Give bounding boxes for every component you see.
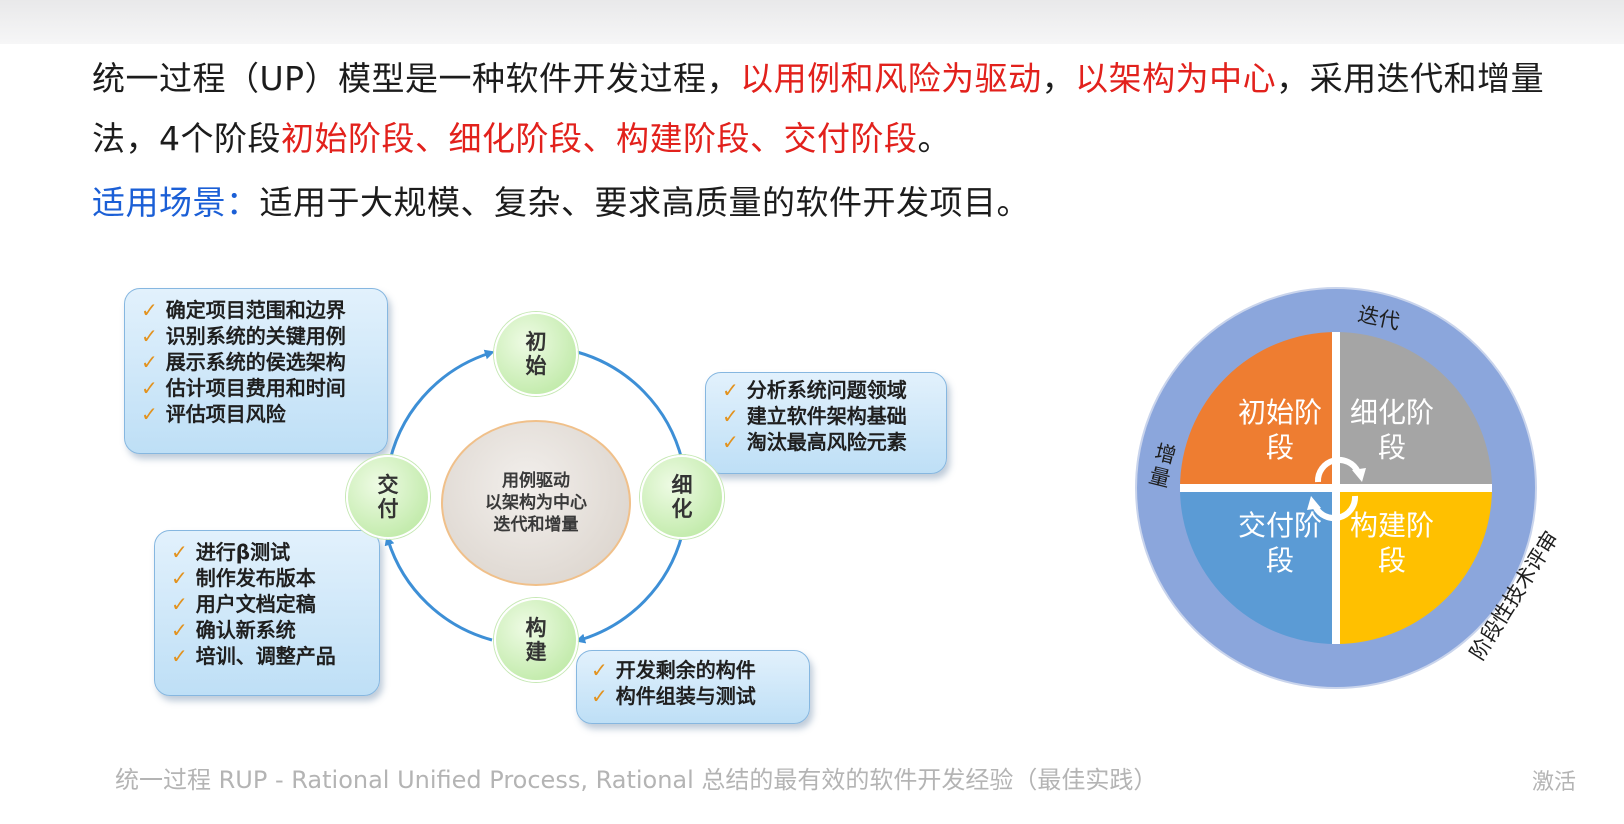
inception-task-text: 确定项目范围和边界 xyxy=(165,298,346,322)
check-icon: ✓ xyxy=(171,618,188,642)
highlight-driven: 以用例和风险为驱动 xyxy=(740,59,1042,98)
wheel-quadrant-elaboration xyxy=(1336,332,1492,488)
arrow-elaboration-to-construction xyxy=(575,534,684,644)
arrow-transition-to-inception xyxy=(386,349,495,471)
check-icon: ✓ xyxy=(171,566,188,590)
inception-task-text: 评估项目风险 xyxy=(165,402,286,426)
top-bar xyxy=(0,0,1624,44)
arrow-construction-to-transition xyxy=(384,535,493,642)
construction-task-text: 开发剩余的构件 xyxy=(615,658,756,682)
transition-task-text: 确认新系统 xyxy=(195,618,296,642)
wheel-label-elaboration: 细化阶段 xyxy=(1349,396,1434,464)
corner-watermark: 激活 xyxy=(1532,770,1577,795)
check-icon: ✓ xyxy=(722,430,739,454)
check-icon: ✓ xyxy=(171,644,188,668)
highlight-phases: 初始阶段、细化阶段、构建阶段、交付阶段 xyxy=(281,119,918,158)
inception-task-text: 估计项目费用和时间 xyxy=(165,376,346,400)
elaboration-tasks-box: ✓ 分析系统问题领域 ✓ 建立软件架构基础 ✓ 淘汰最高风险元素 xyxy=(705,372,947,474)
transition-task-item: ✓ 培训、调整产品 xyxy=(171,643,379,669)
transition-task-text: 制作发布版本 xyxy=(195,566,316,590)
transition-task-item: ✓ 确认新系统 xyxy=(171,617,379,643)
highlight-architecture: 以架构为中心 xyxy=(1075,59,1277,98)
construction-task-item: ✓ 开发剩余的构件 xyxy=(591,657,809,683)
check-icon: ✓ xyxy=(141,298,158,322)
check-icon: ✓ xyxy=(141,324,158,348)
inception-tasks-box: ✓ 确定项目范围和边界 ✓ 识别系统的关键用例 ✓ 展示系统的侯选架构 ✓ 估计项目费用和时间… xyxy=(124,288,388,454)
elaboration-task-text: 分析系统问题领域 xyxy=(746,378,907,402)
check-icon: ✓ xyxy=(141,402,158,426)
inception-task-item: ✓ 展示系统的侯选架构 xyxy=(141,349,387,375)
transition-task-item: ✓ 用户文档定稿 xyxy=(171,591,379,617)
check-icon: ✓ xyxy=(591,684,608,708)
inception-task-item: ✓ 确定项目范围和边界 xyxy=(141,297,387,323)
transition-tasks-box: ✓ 进行β测试 ✓ 制作发布版本 ✓ 用户文档定稿 ✓ 确认新系统 ✓ 培训、调整产品 xyxy=(154,530,380,696)
inception-task-item: ✓ 识别系统的关键用例 xyxy=(141,323,387,349)
elaboration-task-item: ✓ 淘汰最高风险元素 xyxy=(722,429,946,455)
elaboration-task-item: ✓ 建立软件架构基础 xyxy=(722,403,946,429)
intro-line-2: 法，4个阶段初始阶段、细化阶段、构建阶段、交付阶段。 xyxy=(92,119,951,158)
transition-task-text: 培训、调整产品 xyxy=(195,644,336,668)
wheel-quadrant-inception xyxy=(1180,332,1336,488)
transition-task-text: 用户文档定稿 xyxy=(195,592,316,616)
wheel-label-transition: 交付阶段 xyxy=(1237,509,1322,577)
phase-node-transition: 交付 xyxy=(346,455,430,539)
intro-line-3: 适用场景：适用于大规模、复杂、要求高质量的软件开发项目。 xyxy=(92,176,1030,224)
wheel-label-inception: 初始阶段 xyxy=(1237,396,1322,464)
check-icon: ✓ xyxy=(141,376,158,400)
inception-task-item: ✓ 估计项目费用和时间 xyxy=(141,375,387,401)
wheel-label-construction: 构建阶段 xyxy=(1349,509,1434,577)
elaboration-task-text: 建立软件架构基础 xyxy=(746,404,907,428)
check-icon: ✓ xyxy=(722,378,739,402)
scenario-text: 适用于大规模、复杂、要求高质量的软件开发项目。 xyxy=(259,183,1030,222)
construction-task-text: 构件组装与测试 xyxy=(615,684,756,708)
phase-node-inception: 初始 xyxy=(494,312,578,396)
construction-task-item: ✓ 构件组装与测试 xyxy=(591,683,809,709)
cycle-arrows xyxy=(384,349,686,644)
wheel-quadrant-transition xyxy=(1180,488,1336,644)
check-icon: ✓ xyxy=(171,592,188,616)
transition-task-item: ✓ 进行β测试 xyxy=(171,539,379,565)
check-icon: ✓ xyxy=(722,404,739,428)
arrow-inception-to-elaboration xyxy=(576,350,686,465)
elaboration-task-text: 淘汰最高风险元素 xyxy=(746,430,907,454)
phase-node-elaboration: 细化 xyxy=(640,455,724,539)
wheel-rotate-arrow-bottom xyxy=(1312,495,1359,522)
wheel-rotate-arrow-top xyxy=(1314,456,1361,483)
inception-task-text: 展示系统的侯选架构 xyxy=(165,350,346,374)
transition-task-item: ✓ 制作发布版本 xyxy=(171,565,379,591)
footer-caption: 统一过程 RUP - Rational Unified Process, Rat… xyxy=(115,766,1158,794)
phase-node-construction: 构建 xyxy=(494,598,578,682)
construction-tasks-box: ✓ 开发剩余的构件 ✓ 构件组装与测试 xyxy=(576,650,810,724)
wheel-quadrant-construction xyxy=(1336,488,1492,644)
scenario-label: 适用场景： xyxy=(92,183,260,222)
check-icon: ✓ xyxy=(171,540,188,564)
transition-task-text: 进行β测试 xyxy=(195,540,291,564)
check-icon: ✓ xyxy=(591,658,608,682)
cycle-center: 用例驱动 以架构为中心 迭代和增量 xyxy=(441,420,631,586)
wheel xyxy=(1135,287,1537,689)
inception-task-item: ✓ 评估项目风险 xyxy=(141,401,387,427)
elaboration-task-item: ✓ 分析系统问题领域 xyxy=(722,377,946,403)
inception-task-text: 识别系统的关键用例 xyxy=(165,324,346,348)
check-icon: ✓ xyxy=(141,350,158,374)
intro-line-1: 统一过程（UP）模型是一种软件开发过程，以用例和风险为驱动，以架构为中心，采用迭… xyxy=(92,59,1545,98)
